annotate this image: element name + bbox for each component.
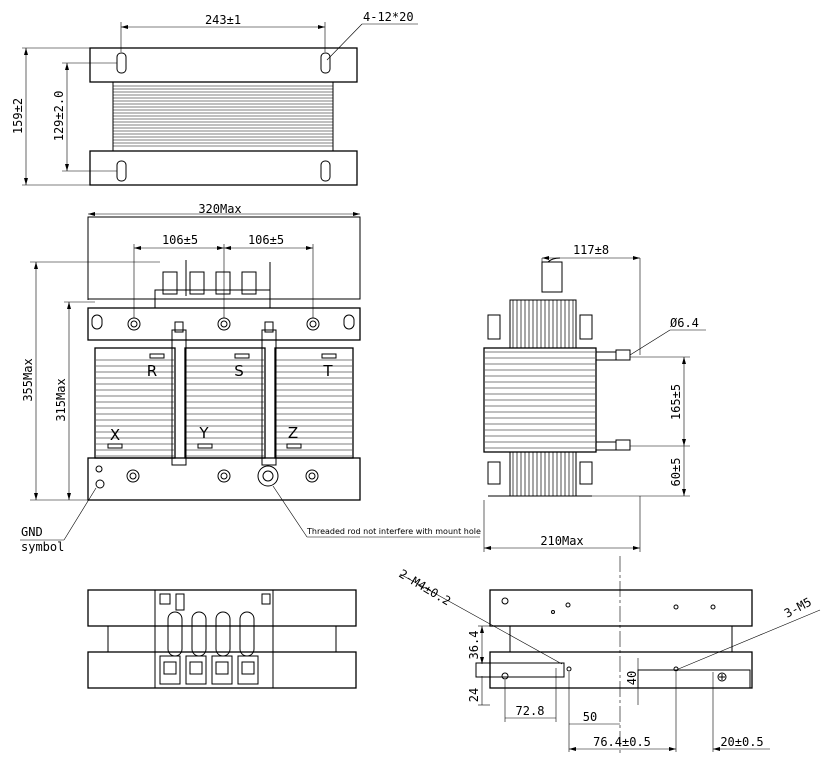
coil-t xyxy=(274,347,354,459)
top-clamp-lower xyxy=(89,150,358,186)
front-bottom-clamp xyxy=(87,457,361,501)
plan-clamp-lower xyxy=(87,651,357,689)
dim-40: 40 xyxy=(625,671,639,685)
phase-label-t: T xyxy=(322,362,333,380)
gnd-symbol xyxy=(95,479,105,489)
top-coil-windings xyxy=(113,85,333,147)
top-coil-body xyxy=(112,81,334,152)
front-view: R S T X Y Z 320Max 106±5 106±5 xyxy=(20,202,481,554)
side-terminal xyxy=(541,261,563,293)
terminal-lug xyxy=(162,271,178,295)
gnd-label: GND xyxy=(21,525,43,539)
dim-50: 50 xyxy=(583,710,597,724)
end-label-z: Z xyxy=(288,424,298,442)
dim-36-4: 36.4 xyxy=(467,631,481,660)
dim-total-height: 355Max xyxy=(21,358,35,401)
base-view: 2-M4±0.2 3-M5 36.4 24 72.8 50 40 76.4±0.… xyxy=(396,556,821,756)
dim-terminal-spacing: 165±5 xyxy=(669,384,683,420)
plan-clamp-upper xyxy=(87,589,357,627)
clamp-slot xyxy=(343,314,355,330)
end-label-x: X xyxy=(110,426,120,444)
plan-view xyxy=(87,589,357,689)
dim-m4: 2-M4±0.2 xyxy=(396,567,453,609)
gnd-label-symbol: symbol xyxy=(21,540,64,554)
side-coil-windings xyxy=(485,351,595,449)
terminal-lug xyxy=(241,271,257,295)
terminal-hole xyxy=(217,317,231,331)
dim-terminal-bottom: 60±5 xyxy=(669,458,683,487)
base-clamp-upper xyxy=(489,589,753,627)
dim-max-width: 320Max xyxy=(198,202,241,216)
clamp-slot xyxy=(91,314,103,330)
terminal-lug-side xyxy=(615,439,631,451)
side-core-bottom xyxy=(509,451,577,497)
phase-label-s: S xyxy=(234,362,244,380)
plan-terminal-lugs xyxy=(159,611,259,685)
terminal-hole xyxy=(306,317,320,331)
terminal-hole xyxy=(127,317,141,331)
threaded-rod xyxy=(261,329,277,466)
threaded-rod xyxy=(171,329,187,466)
dim-width: 243±1 xyxy=(205,13,241,27)
dim-core-height: 315Max xyxy=(54,378,68,421)
dim-m5: 3-M5 xyxy=(782,595,814,621)
side-core-top xyxy=(509,299,577,349)
end-label-y: Y xyxy=(198,424,209,442)
front-coil-windings xyxy=(96,359,352,457)
dim-72-8: 72.8 xyxy=(516,704,545,718)
mount-slot xyxy=(320,52,331,74)
dim-hole: Ø6.4 xyxy=(670,316,699,330)
dim-20: 20±0.5 xyxy=(720,735,763,749)
phase-label-r: R xyxy=(147,362,157,380)
terminal-lug xyxy=(189,271,205,295)
dim-top: 117±8 xyxy=(573,243,609,257)
dim-spacing-right: 106±5 xyxy=(248,233,284,247)
top-clamp-upper xyxy=(89,47,358,83)
dim-holes: 4-12*20 xyxy=(363,10,414,24)
coil-s xyxy=(184,347,266,459)
terminal-block xyxy=(154,289,271,309)
plan-terminal-block xyxy=(154,589,274,689)
terminal-lug-side xyxy=(615,349,631,361)
dim-24: 24 xyxy=(467,688,481,702)
side-view: 117±8 Ø6.4 165±5 60±5 210Max xyxy=(483,243,706,552)
terminal-lug xyxy=(215,271,231,295)
mount-slot xyxy=(116,160,127,182)
dim-height-outer: 159±2 xyxy=(11,98,25,134)
dim-height-inner: 129±2.0 xyxy=(52,91,66,142)
mount-slot xyxy=(320,160,331,182)
top-view: 243±1 4-12*20 159±2 129±2.0 xyxy=(11,10,418,186)
dim-spacing-left: 106±5 xyxy=(162,233,198,247)
mount-slot xyxy=(116,52,127,74)
dim-76-4: 76.4±0.5 xyxy=(593,735,651,749)
rod-note: Threaded rod not interfere with mount ho… xyxy=(306,527,481,536)
dim-max-depth: 210Max xyxy=(540,534,583,548)
mount-hole xyxy=(257,465,279,487)
core-laminations xyxy=(512,300,574,496)
coil-r xyxy=(94,347,176,459)
